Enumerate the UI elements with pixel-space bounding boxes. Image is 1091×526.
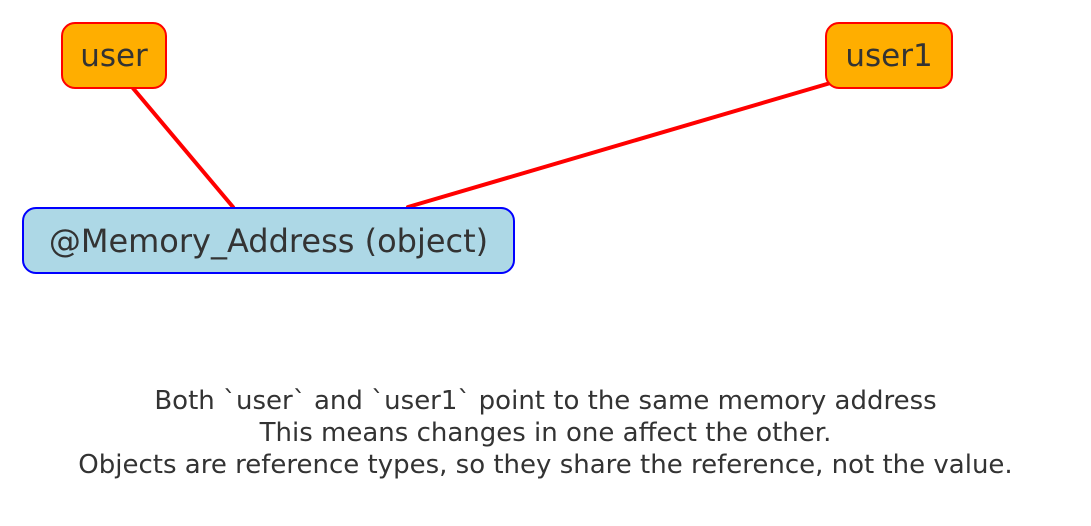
node-user: user: [61, 22, 167, 89]
edge-user-to-memory: [114, 66, 235, 209]
node-memory-address: @Memory_Address (object): [22, 207, 515, 274]
caption-line-3: Objects are reference types, so they sha…: [78, 450, 1013, 480]
caption-line-2: This means changes in one affect the oth…: [259, 418, 832, 448]
node-memory-address-label: @Memory_Address (object): [48, 221, 489, 260]
edge-user1-to-memory: [406, 65, 887, 209]
caption-line-1: Both `user` and `user1` point to the sam…: [154, 386, 937, 416]
node-user-label: user: [80, 37, 148, 74]
caption: Both `user` and `user1` point to the sam…: [0, 385, 1091, 481]
node-user1-label: user1: [845, 37, 933, 74]
node-user1: user1: [825, 22, 953, 89]
